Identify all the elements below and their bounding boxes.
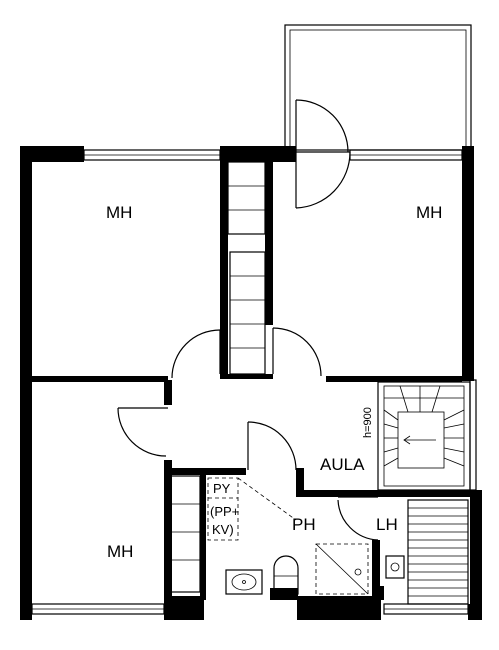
washer-sub-label-2: KV) [212,522,234,537]
room-labels: MH MH MH AULA PH LH [106,203,442,561]
balcony [284,24,472,151]
washer-label: PY [213,481,231,496]
fixture-labels: PY (PP+ KV) [210,481,239,537]
staircase [377,381,471,491]
washer-sub-label-1: (PP+ [210,504,239,519]
room-label-bathroom: PH [292,515,316,534]
room-label-bedroom-top-left: MH [106,203,132,222]
sauna-benches [385,499,469,605]
room-label-bedroom-top-right: MH [416,203,442,222]
room-label-hall: AULA [320,455,365,474]
bathroom-fixtures [207,477,369,595]
exterior-walls [20,146,482,620]
closets [165,161,266,593]
interior-walls [32,160,470,600]
room-label-sauna: LH [376,515,398,534]
room-label-bedroom-bottom-left: MH [107,542,133,561]
stair-height-label: h=900 [362,407,374,438]
doors [117,99,379,541]
